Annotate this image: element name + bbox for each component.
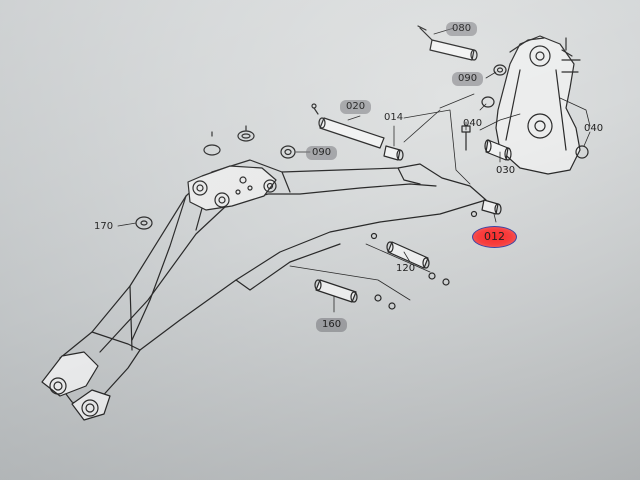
boom-arm [59,159,487,411]
washer-top-right [237,130,255,142]
callout-030[interactable]: 030 [496,165,516,176]
callout-090-top[interactable]: 090 [452,72,484,86]
bolt-120 [442,278,450,286]
callout-040-left[interactable]: 040 [463,118,483,129]
callout-020[interactable]: 020 [340,100,372,114]
callout-090-mid[interactable]: 090 [306,146,338,160]
grease-120 [370,232,378,240]
pin-020 [311,103,385,149]
callout-040-right[interactable]: 040 [584,123,604,134]
washer-160 [374,294,382,302]
bolt-160 [388,302,396,310]
pin-120 [386,241,430,269]
callout-170[interactable]: 170 [94,221,114,232]
washer-top-left [203,144,221,156]
washer-090-mid [280,145,296,159]
pin-080 [417,25,478,61]
pin-160 [314,279,358,303]
washer-090-mid-hole [284,148,292,156]
washer-090-top [493,64,507,76]
washer-040a [481,96,495,108]
boom-tip [41,351,111,421]
callout-012-highlighted[interactable]: 012 [472,226,517,248]
washer-170 [135,216,153,230]
callout-120[interactable]: 120 [396,263,416,274]
bushing-012 [481,199,502,215]
callout-080[interactable]: 080 [446,22,478,36]
washer-top-right-hole [241,133,251,139]
callout-014[interactable]: 014 [384,112,404,123]
boom-foot [187,165,277,211]
bushing-030 [484,139,512,161]
washer-040b [575,145,589,159]
bushing-014 [383,145,404,161]
swing-bracket [495,35,581,175]
washer-120 [428,272,436,280]
washer-170-hole [140,220,148,226]
washer-090-top-hole [496,67,504,73]
callout-160[interactable]: 160 [316,318,348,332]
bolt-012 [470,210,478,218]
